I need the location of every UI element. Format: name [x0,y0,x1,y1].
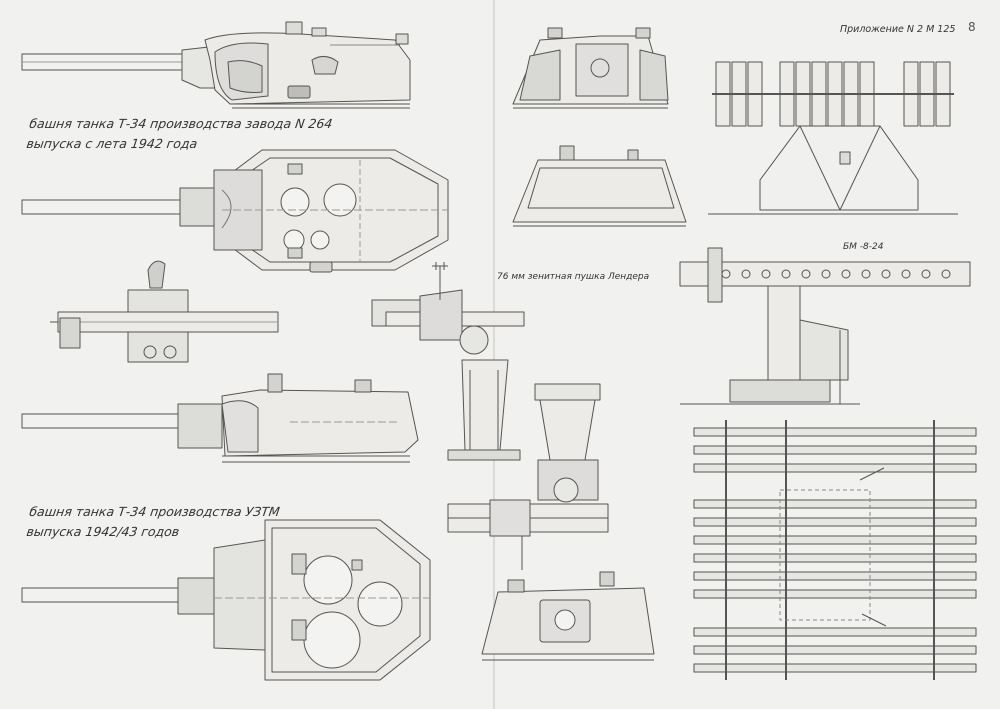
gun-barrel [21,413,193,429]
gun-barrel [21,587,199,603]
aa-gun-side-view [371,262,525,461]
turret-rear-view [512,145,687,227]
turret-front-view [512,27,669,109]
turret-uztm-top-view [21,519,431,681]
aa-gun-front-view [447,383,609,570]
turret-264-top-view [21,149,449,273]
bm-8-24-top-view [693,420,977,680]
caption-turret-uztm-line1: башня танка Т-34 производства УЗТМ [28,504,281,519]
caption-aa-gun: 76 мм зенитная пушка Лендера [497,272,650,282]
gun-mount-detail [50,260,279,363]
turret-front-view-lower [481,571,655,661]
caption-turret-uztm: башня танка Т-34 производства УЗТМ выпус… [25,502,281,542]
turret-264-side-view [21,21,411,109]
caption-turret-uztm-line2: выпуска 1942/43 годов [25,524,181,539]
caption-launcher: БМ -8-24 [843,242,884,252]
turret-uztm-side-view [21,373,419,463]
bm-8-24-side-view [679,247,971,405]
page-number: 8 [968,20,976,34]
caption-turret-264: башня танка Т-34 производства завода N 2… [25,114,334,154]
caption-turret-264-line1: башня танка Т-34 производства завода N 2… [28,116,334,131]
appendix-label: Приложение N 2 M 125 [840,24,956,35]
bm-8-24-front-view [708,61,958,215]
gun-barrel [21,199,191,215]
caption-turret-264-line2: выпуска с лета 1942 года [25,136,199,151]
